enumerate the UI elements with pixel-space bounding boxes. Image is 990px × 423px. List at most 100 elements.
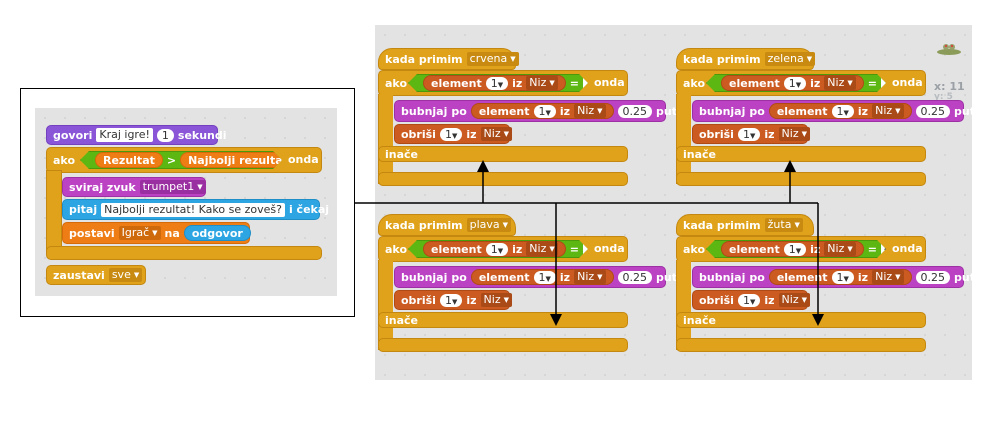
item-of-list-reporter[interactable]: element 1▼ iz Niz▼ [768, 103, 912, 119]
chevron-down-icon: ▼ [843, 274, 849, 283]
chevron-down-icon: ▼ [847, 245, 853, 253]
then-label: onda [594, 242, 625, 255]
when-receive-hat[interactable]: kada primim crvena▼ [378, 48, 519, 70]
else-label: inače [385, 313, 419, 327]
chevron-down-icon: ▼ [133, 271, 140, 279]
when-receive-label: kada primim [385, 218, 463, 232]
of-label: iz [512, 242, 523, 256]
index-input[interactable]: 1▼ [784, 77, 806, 90]
delete-item-block[interactable]: obriši 1▼ iz Niz▼ [692, 290, 810, 310]
left-frame [20, 88, 355, 317]
stop-block[interactable]: zaustavi sve▼ [46, 265, 146, 285]
index-input[interactable]: 1▼ [784, 243, 806, 256]
message-dropdown[interactable]: crvena▼ [466, 52, 519, 66]
drum-block[interactable]: bubnjaj po element 1▼ iz Niz▼ 0.25 puta [692, 266, 982, 288]
chevron-down-icon: ▼ [497, 80, 504, 89]
equals-operator[interactable]: element 1▼ iz Niz▼ = 2 [408, 240, 588, 258]
chevron-down-icon: ▼ [503, 130, 509, 138]
message-dropdown[interactable]: plava▼ [466, 218, 512, 232]
list-dropdown[interactable]: Niz▼ [872, 104, 904, 118]
drum-label: bubnjaj [699, 104, 746, 118]
when-receive-hat[interactable]: kada primim plava▼ [378, 214, 516, 236]
set-variable-dropdown[interactable]: Igrač▼ [118, 226, 161, 240]
item-of-list-reporter[interactable]: element 1▼ iz Niz▼ [423, 75, 566, 91]
when-receive-hat[interactable]: kada primim zelena▼ [676, 48, 816, 70]
item-of-list-reporter[interactable]: element 1▼ iz Niz▼ [470, 103, 614, 119]
say-text-input[interactable]: Kraj igre! [96, 128, 153, 142]
message-dropdown[interactable]: žuta▼ [764, 218, 803, 232]
ask-text-input[interactable]: Najbolji rezultat! Kako se zoveš? [101, 202, 285, 217]
chevron-down-icon: ▼ [545, 274, 551, 283]
of-label: iz [764, 127, 775, 141]
beats-input[interactable]: 0.25 [617, 270, 653, 284]
list-dropdown[interactable]: Niz▼ [480, 293, 512, 307]
chevron-down-icon: ▼ [843, 108, 849, 117]
delete-label: obriši [699, 127, 734, 141]
equals-operator[interactable]: element 1▼ iz Niz▼ = 1 [408, 74, 588, 92]
message-dropdown[interactable]: zelena▼ [764, 52, 816, 66]
ask-block[interactable]: pitaj Najbolji rezultat! Kako se zoveš? … [62, 199, 329, 220]
beats-input[interactable]: 0.25 [915, 104, 951, 118]
beats-input[interactable]: 0.25 [915, 270, 951, 284]
beats-label: puta [954, 270, 983, 284]
item-of-list-reporter[interactable]: element 1▼ iz Niz▼ [470, 269, 614, 285]
index-input[interactable]: 1▼ [533, 270, 556, 284]
list-dropdown[interactable]: Niz▼ [872, 270, 904, 284]
play-sound-block[interactable]: sviraj zvuk trumpet1▼ [62, 177, 206, 197]
best-score-variable[interactable]: Najbolji rezultat [180, 152, 296, 168]
say-block[interactable]: govori Kraj igre! 1 sekundi [46, 125, 227, 145]
list-dropdown[interactable]: Niz▼ [574, 270, 606, 284]
delete-item-block[interactable]: obriši 1▼ iz Niz▼ [394, 124, 512, 144]
beats-label: puta [954, 104, 983, 118]
delete-item-block[interactable]: obriši 1▼ iz Niz▼ [692, 124, 810, 144]
delete-index-input[interactable]: 1▼ [737, 293, 761, 307]
else-label: inače [385, 147, 419, 161]
gt-operator[interactable]: Rezultat > Najbolji rezultat [80, 151, 282, 169]
chevron-down-icon: ▼ [895, 273, 901, 281]
index-input[interactable]: 1▼ [831, 270, 854, 284]
say-secs-input[interactable]: 1 [156, 128, 174, 142]
delete-item-block[interactable]: obriši 1▼ iz Niz▼ [394, 290, 512, 310]
list-dropdown[interactable]: Niz▼ [778, 293, 810, 307]
index-input[interactable]: 1▼ [533, 104, 556, 118]
else-section: inače [676, 312, 926, 328]
beats-input[interactable]: 0.25 [617, 104, 653, 118]
equals-symbol: = [569, 76, 579, 90]
when-receive-hat[interactable]: kada primim žuta▼ [676, 214, 814, 236]
stop-dropdown[interactable]: sve▼ [108, 268, 143, 282]
list-dropdown[interactable]: Niz▼ [824, 242, 855, 256]
item-of-list-reporter[interactable]: element 1▼ iz Niz▼ [423, 241, 566, 257]
delete-index-input[interactable]: 1▼ [439, 293, 463, 307]
list-dropdown[interactable]: Niz▼ [574, 104, 606, 118]
list-dropdown[interactable]: Niz▼ [526, 242, 557, 256]
set-variable-block[interactable]: postavi Igrač▼ na odgovor [62, 222, 251, 244]
drum-block[interactable]: bubnjaj po element 1▼ iz Niz▼ 0.25 puta [692, 100, 982, 122]
delete-index-input[interactable]: 1▼ [439, 127, 463, 141]
list-dropdown[interactable]: Niz▼ [778, 127, 810, 141]
if-else-bottom [676, 338, 926, 352]
index-input[interactable]: 1▼ [486, 243, 508, 256]
equals-operator[interactable]: element 1▼ iz Niz▼ = 3 [706, 74, 886, 92]
when-receive-label: kada primim [683, 218, 761, 232]
list-dropdown[interactable]: Niz▼ [526, 76, 557, 90]
drum-block[interactable]: bubnjaj po element 1▼ iz Niz▼ 0.25 puta [394, 266, 684, 288]
list-dropdown[interactable]: Niz▼ [824, 76, 855, 90]
of-label: iz [764, 293, 775, 307]
score-variable[interactable]: Rezultat [95, 152, 163, 168]
item-of-list-reporter[interactable]: element 1▼ iz Niz▼ [768, 269, 912, 285]
index-input[interactable]: 1▼ [831, 104, 854, 118]
of-label: iz [466, 127, 477, 141]
chevron-down-icon: ▼ [749, 131, 756, 140]
item-of-list-reporter[interactable]: element 1▼ iz Niz▼ [721, 241, 864, 257]
if-else-bottom [676, 172, 926, 186]
gt-symbol: > [166, 153, 177, 167]
index-input[interactable]: 1▼ [486, 77, 508, 90]
list-dropdown[interactable]: Niz▼ [480, 127, 512, 141]
delete-index-input[interactable]: 1▼ [737, 127, 761, 141]
sound-dropdown[interactable]: trumpet1▼ [139, 180, 206, 194]
answer-reporter[interactable]: odgovor [183, 225, 251, 241]
drum-block[interactable]: bubnjaj po element 1▼ iz Niz▼ 0.25 puta [394, 100, 684, 122]
item-of-list-reporter[interactable]: element 1▼ iz Niz▼ [721, 75, 864, 91]
chevron-down-icon: ▼ [451, 297, 458, 306]
